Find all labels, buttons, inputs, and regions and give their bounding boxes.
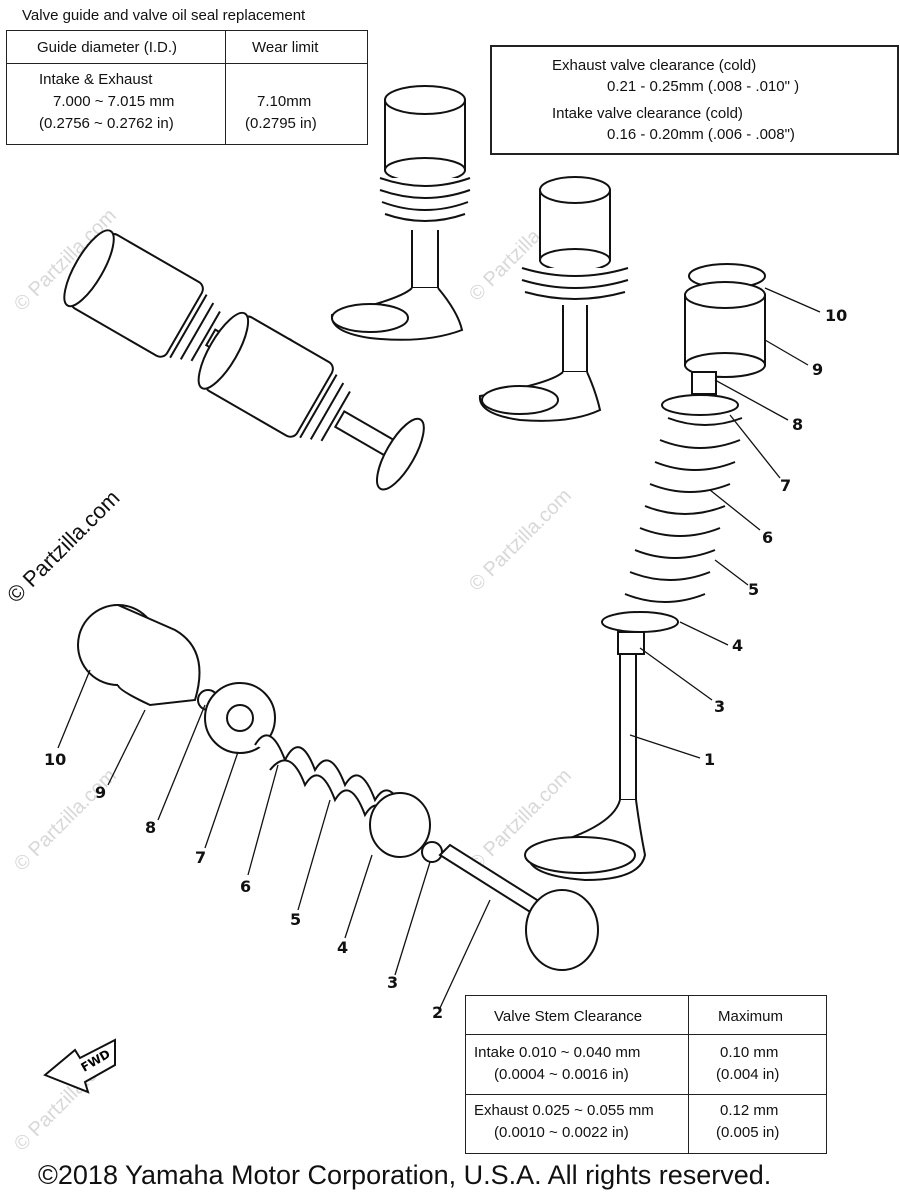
callout-9: 9: [812, 360, 824, 379]
stem-exhaust-max1: 0.12 mm: [720, 1102, 779, 1119]
intake-valve-assembly: [478, 176, 629, 422]
callout-4: 4: [732, 636, 744, 655]
guide-limit-mm: 7.10mm: [257, 93, 312, 110]
stem-intake-line1: Intake 0.010 ~ 0.040 mm: [474, 1044, 641, 1061]
callout-8: 8: [792, 415, 804, 434]
divider: [466, 1034, 826, 1035]
stem-exhaust-line2: (0.0010 ~ 0.0022 in): [494, 1124, 629, 1141]
left-valve-assembly-lower: [197, 311, 425, 491]
exhaust-valve-assembly: [330, 85, 471, 341]
callout-6: 6: [762, 528, 774, 547]
intake-clearance-label: Intake valve clearance (cold): [552, 105, 743, 122]
callout-7: 7: [195, 848, 207, 867]
intake-clearance-value: 0.16 - 0.20mm (.006 - .008"): [607, 126, 795, 143]
divider: [7, 63, 367, 64]
stem-exhaust-max2: (0.005 in): [716, 1124, 780, 1141]
stem-intake-max2: (0.004 in): [716, 1066, 780, 1083]
guide-diameter-in: (0.2756 ~ 0.2762 in): [39, 115, 174, 132]
divider: [466, 1094, 826, 1095]
exhaust-clearance-label: Exhaust valve clearance (cold): [552, 57, 757, 74]
stem-col1-header: Valve Stem Clearance: [494, 1008, 643, 1025]
exhaust-clearance-value: 0.21 - 0.25mm (.008 - .010" ): [607, 78, 800, 95]
callout-4: 4: [337, 938, 349, 957]
callout-1: 1: [704, 750, 716, 769]
right-exploded-valve: [524, 263, 766, 882]
callout-6: 6: [240, 877, 252, 896]
guide-table-caption: Valve guide and valve oil seal replaceme…: [22, 7, 306, 24]
copyright: ©2018 Yamaha Motor Corporation, U.S.A. A…: [38, 1160, 772, 1190]
stem-intake-max1: 0.10 mm: [720, 1044, 779, 1061]
callout-10: 10: [44, 750, 67, 769]
stem-clearance-table: Valve Stem Clearance Maximum Intake 0.01…: [465, 995, 827, 1154]
guide-col1-header: Guide diameter (I.D.): [37, 39, 178, 56]
lower-exploded-valve: [77, 604, 599, 971]
stem-intake-line2: (0.0004 ~ 0.0016 in): [494, 1066, 629, 1083]
callout-5: 5: [290, 910, 302, 929]
callout-10: 10: [825, 306, 848, 325]
stem-exhaust-line1: Exhaust 0.025 ~ 0.055 mm: [474, 1102, 654, 1119]
guide-limit-in: (0.2795 in): [245, 115, 317, 132]
divider: [688, 996, 689, 1153]
divider: [225, 31, 226, 144]
callout-8: 8: [145, 818, 157, 837]
callout-3: 3: [387, 973, 399, 992]
callout-5: 5: [748, 580, 760, 599]
guide-table: Guide diameter (I.D.) Wear limit Intake …: [6, 30, 368, 145]
guide-diameter-mm: 7.000 ~ 7.015 mm: [53, 93, 175, 110]
stem-col2-header: Maximum: [718, 1008, 784, 1025]
callout-3: 3: [714, 697, 726, 716]
fwd-arrow: [43, 1038, 116, 1094]
callout-9: 9: [95, 783, 107, 802]
guide-row-label: Intake & Exhaust: [39, 71, 153, 88]
guide-col2-header: Wear limit: [252, 39, 319, 56]
callout-7: 7: [780, 476, 792, 495]
callout-2: 2: [432, 1003, 444, 1022]
clearance-box: Exhaust valve clearance (cold) 0.21 - 0.…: [490, 45, 899, 155]
